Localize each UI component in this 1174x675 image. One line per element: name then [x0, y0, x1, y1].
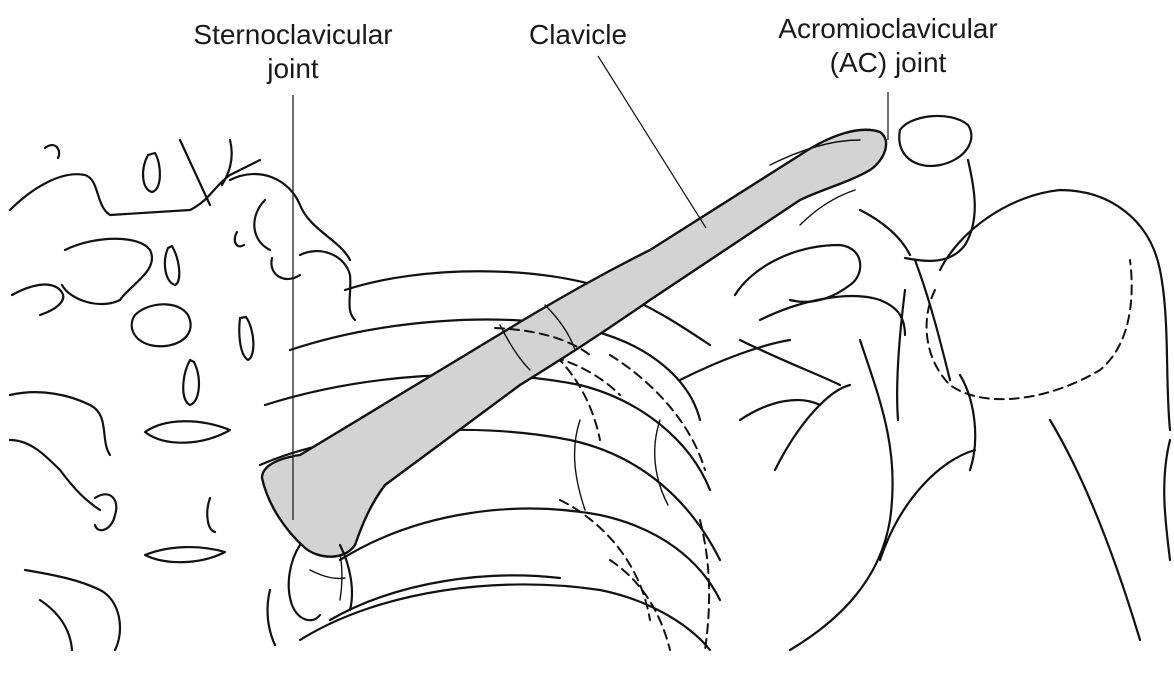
clavicle-bone: [262, 130, 886, 557]
clavicle-leader-line: [598, 56, 706, 228]
scapula-outline: [680, 245, 950, 650]
humerus: [880, 190, 1170, 640]
